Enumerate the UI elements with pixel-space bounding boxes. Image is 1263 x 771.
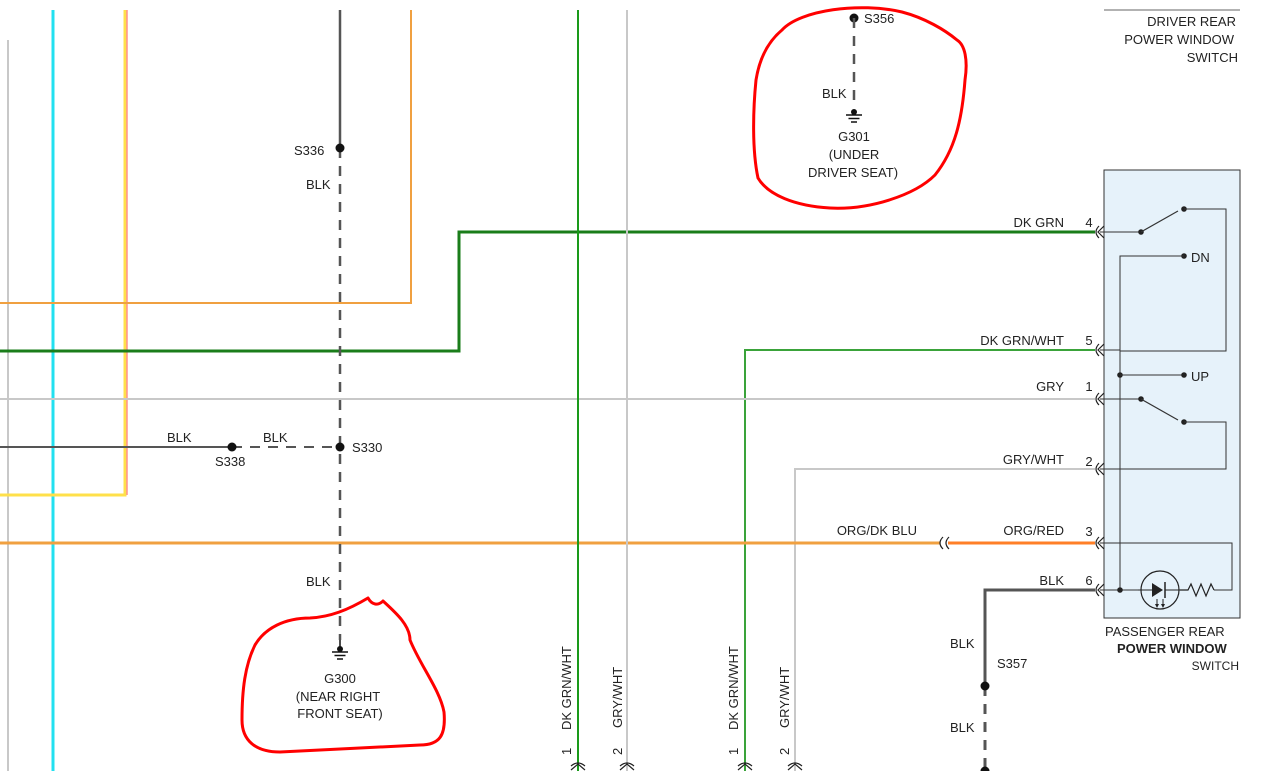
wire-labels: DK GRN 4 DK GRN/WHT 5 GRY 1 GRY/WHT 2 OR… — [837, 215, 1093, 771]
bottom-wire-label-2: GRY/WHT — [610, 667, 625, 728]
pin-2: 2 — [1085, 454, 1092, 469]
bottom-wire-label-1: DK GRN/WHT — [559, 646, 574, 730]
ground-label-g301-line3: DRIVER SEAT) — [808, 165, 898, 180]
inline-connector-icon — [939, 536, 950, 550]
passenger-switch-box — [1103, 169, 1241, 619]
driver-switch-line1: DRIVER REAR — [1147, 14, 1236, 29]
bottom-wire-labels: DK GRN/WHT 1 GRY/WHT 2 DK GRN/WHT 1 GRY/… — [559, 646, 803, 771]
left-wires — [0, 10, 412, 771]
wire-label-blk-s357-lower: BLK — [950, 720, 975, 735]
switch-position-up: UP — [1191, 369, 1209, 384]
passenger-switch-line1: PASSENGER REAR — [1105, 624, 1225, 639]
splice-dot-s330 — [335, 442, 345, 452]
passenger-switch-line2: POWER WINDOW — [1117, 641, 1227, 656]
bottom-wire-label-4: GRY/WHT — [777, 667, 792, 728]
pin-3: 3 — [1085, 524, 1092, 539]
resistor-icon — [1180, 582, 1215, 598]
switch-position-dn: DN — [1191, 250, 1210, 265]
pin-1: 1 — [1085, 379, 1092, 394]
pin-connectors — [1095, 225, 1105, 597]
wire-label-blk-2: BLK — [306, 574, 331, 589]
blk-ground-circuit: S336 BLK S330 S338 BLK BLK BLK G300 (NEA… — [167, 10, 383, 721]
ground-icon-g301 — [846, 109, 862, 123]
vertical-wires — [577, 10, 628, 771]
bottom-wire-pin-2: 2 — [610, 748, 625, 755]
splice-label-s336: S336 — [294, 143, 324, 158]
splice-label-s338: S338 — [215, 454, 245, 469]
splice-label-s356: S356 — [864, 11, 894, 26]
wire-label-dk-grn-wht: DK GRN/WHT — [980, 333, 1064, 348]
pin-4: 4 — [1085, 215, 1092, 230]
wire-label-blk-1: BLK — [306, 177, 331, 192]
bottom-connector-icons — [570, 762, 803, 771]
driver-switch-label: DRIVER REAR POWER WINDOW SWITCH — [1104, 9, 1240, 65]
wire-label-org-red: ORG/RED — [1003, 523, 1064, 538]
driver-switch-line3: SWITCH — [1187, 50, 1238, 65]
bottom-wire-pin-4: 2 — [777, 748, 792, 755]
g301-circuit: S356 BLK G301 (UNDER DRIVER SEAT) — [808, 11, 898, 180]
ground-label-g301-line1: G301 — [838, 129, 870, 144]
ground-icon-g300 — [332, 640, 348, 660]
annotation-circle-g300 — [240, 596, 446, 754]
wire-dk-grn-wht — [744, 349, 1095, 771]
bottom-wire-pin-3: 1 — [726, 748, 741, 755]
wire-label-gry: GRY — [1036, 379, 1064, 394]
splice-dot-s338 — [227, 442, 237, 452]
wire-label-gry-wht: GRY/WHT — [1003, 452, 1064, 467]
splice-dot-s357 — [980, 681, 990, 691]
splice-label-s357: S357 — [997, 656, 1027, 671]
ground-label-g300-line3: FRONT SEAT) — [297, 706, 382, 721]
switch-blade-upper — [1140, 210, 1179, 233]
bottom-wire-pin-1: 1 — [559, 748, 574, 755]
wire-blk-pin6 — [983, 588, 1095, 686]
pin-6: 6 — [1085, 573, 1092, 588]
wire-label-blk-s357-upper: BLK — [950, 636, 975, 651]
wire-gry-wht — [794, 468, 1095, 771]
wire-label-blk-g301: BLK — [822, 86, 847, 101]
wire-dk-grn — [0, 230, 1095, 353]
wire-label-blk-left: BLK — [167, 430, 192, 445]
ground-label-g300-line2: (NEAR RIGHT — [296, 689, 381, 704]
splice-dot-s336 — [335, 143, 345, 153]
splice-label-s330: S330 — [352, 440, 382, 455]
passenger-switch: DN UP PASSENGER REAR POWER WINDOW SWITCH — [939, 169, 1241, 673]
pin-5: 5 — [1085, 333, 1092, 348]
led-icon — [1138, 570, 1180, 610]
ground-label-g300-line1: G300 — [324, 671, 356, 686]
passenger-switch-line3: SWITCH — [1192, 659, 1239, 673]
switch-blade-lower — [1140, 398, 1179, 421]
wire-label-blk-pin6: BLK — [1039, 573, 1064, 588]
wire-label-dk-grn: DK GRN — [1013, 215, 1064, 230]
main-wires — [0, 230, 1095, 771]
wire-yellow — [0, 10, 127, 497]
wire-label-org-dk-blu: ORG/DK BLU — [837, 523, 917, 538]
bottom-wire-label-3: DK GRN/WHT — [726, 646, 741, 730]
splice-dot-bottom — [980, 766, 990, 771]
wire-label-blk-dashed: BLK — [263, 430, 288, 445]
driver-switch-line2: POWER WINDOW — [1124, 32, 1234, 47]
wire-orange — [0, 10, 412, 304]
ground-label-g301-line2: (UNDER — [829, 147, 880, 162]
red-annotations — [240, 6, 968, 754]
annotation-circle-g301 — [752, 6, 968, 210]
